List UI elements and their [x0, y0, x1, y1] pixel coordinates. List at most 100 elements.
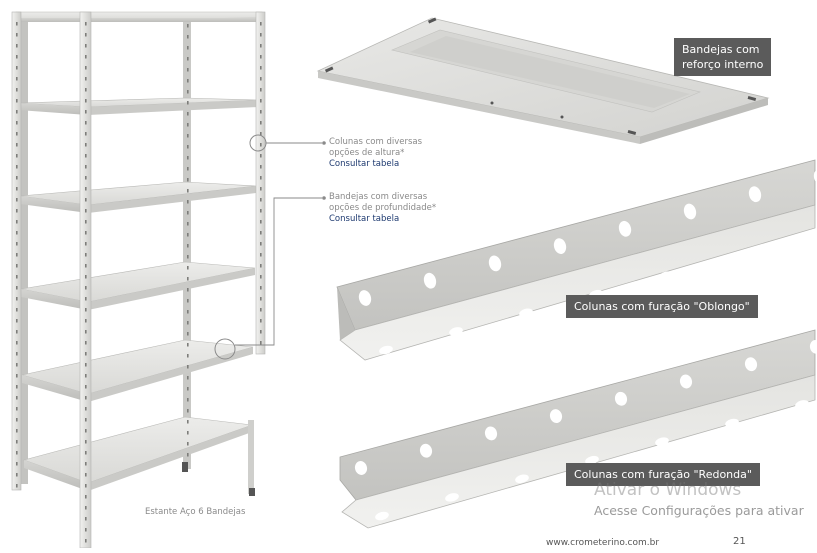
hole: [16, 407, 18, 411]
hole: [16, 396, 18, 400]
hole: [85, 451, 87, 455]
hole: [16, 473, 18, 477]
hole: [187, 288, 189, 292]
shelf: [19, 181, 257, 213]
hole: [187, 376, 189, 380]
hole: [187, 420, 189, 424]
shelf: [21, 339, 254, 402]
hole: [85, 165, 87, 169]
hole: [85, 308, 87, 312]
steel-shelving-unit: [11, 11, 267, 549]
hole: [187, 343, 189, 347]
hole: [16, 440, 18, 444]
hole: [379, 345, 393, 355]
footer-url[interactable]: www.crometerino.com.br: [546, 538, 660, 548]
hole: [260, 176, 262, 180]
hole: [85, 473, 87, 477]
hole: [260, 33, 262, 37]
hole: [260, 110, 262, 114]
hole: [187, 112, 189, 116]
hole: [16, 121, 18, 125]
hole: [260, 319, 262, 323]
hole: [187, 68, 189, 72]
hole: [16, 352, 18, 356]
consult-table-link[interactable]: Consultar tabela: [329, 214, 400, 224]
callout-line: Colunas com diversas: [329, 137, 423, 147]
hole: [85, 429, 87, 433]
hole: [16, 165, 18, 169]
hole: [16, 253, 18, 257]
callout-line: Bandejas com diversas: [329, 192, 428, 202]
hole: [16, 187, 18, 191]
hole: [260, 154, 262, 158]
hole: [85, 33, 87, 37]
hole: [744, 357, 758, 372]
hole: [187, 409, 189, 413]
hole: [16, 88, 18, 92]
windows-activation-subtitle: Acesse Configurações para ativar: [594, 503, 804, 518]
hole: [85, 319, 87, 323]
post-foot: [248, 420, 254, 494]
callout-lines: [235, 141, 326, 346]
hole: [187, 134, 189, 138]
post-holes: [16, 22, 262, 543]
hole: [729, 252, 743, 262]
hole: [260, 242, 262, 246]
hole: [187, 101, 189, 105]
hole: [260, 286, 262, 290]
hole: [16, 297, 18, 301]
consult-table-link[interactable]: Consultar tabela: [329, 159, 400, 169]
hole: [260, 132, 262, 136]
hole: [260, 198, 262, 202]
hole: [16, 77, 18, 81]
hole: [85, 154, 87, 158]
oblong-column-label: Colunas com furação "Oblongo": [566, 295, 758, 318]
hole: [187, 90, 189, 94]
hole: [16, 110, 18, 114]
hole: [16, 484, 18, 488]
hole: [260, 187, 262, 191]
hole: [187, 453, 189, 457]
hole: [85, 484, 87, 488]
tray-reinforcement-label: Bandejas com reforço interno: [674, 38, 772, 76]
hole: [187, 354, 189, 358]
reinforced-tray: [316, 17, 770, 144]
hole: [85, 176, 87, 180]
hole: [16, 308, 18, 312]
hole: [16, 264, 18, 268]
hole: [187, 255, 189, 259]
hole: [85, 297, 87, 301]
hole: [187, 57, 189, 61]
hole: [16, 330, 18, 334]
hole: [85, 396, 87, 400]
hole: [423, 272, 437, 289]
label-line: Bandejas com: [682, 43, 760, 56]
callout-circle: [214, 338, 236, 360]
hole: [16, 154, 18, 158]
hole: [679, 374, 693, 389]
hole: [85, 220, 87, 224]
hole: [16, 66, 18, 70]
back-post-left: [20, 14, 28, 484]
post-foot: [249, 488, 255, 496]
front-post-right: [255, 11, 266, 355]
hole: [260, 143, 262, 147]
hole: [85, 88, 87, 92]
hole: [85, 539, 87, 543]
hole: [187, 222, 189, 226]
hole: [85, 341, 87, 345]
hole: [85, 506, 87, 510]
hole: [85, 198, 87, 202]
product-caption: Estante Aço 6 Bandejas: [145, 507, 246, 517]
hole: [260, 220, 262, 224]
back-post-right: [183, 17, 191, 469]
hole: [85, 385, 87, 389]
hole: [187, 79, 189, 83]
hole: [187, 277, 189, 281]
hole: [85, 352, 87, 356]
hole: [260, 165, 262, 169]
hole: [614, 391, 628, 406]
hole: [85, 121, 87, 125]
hole: [85, 363, 87, 367]
hole: [187, 156, 189, 160]
